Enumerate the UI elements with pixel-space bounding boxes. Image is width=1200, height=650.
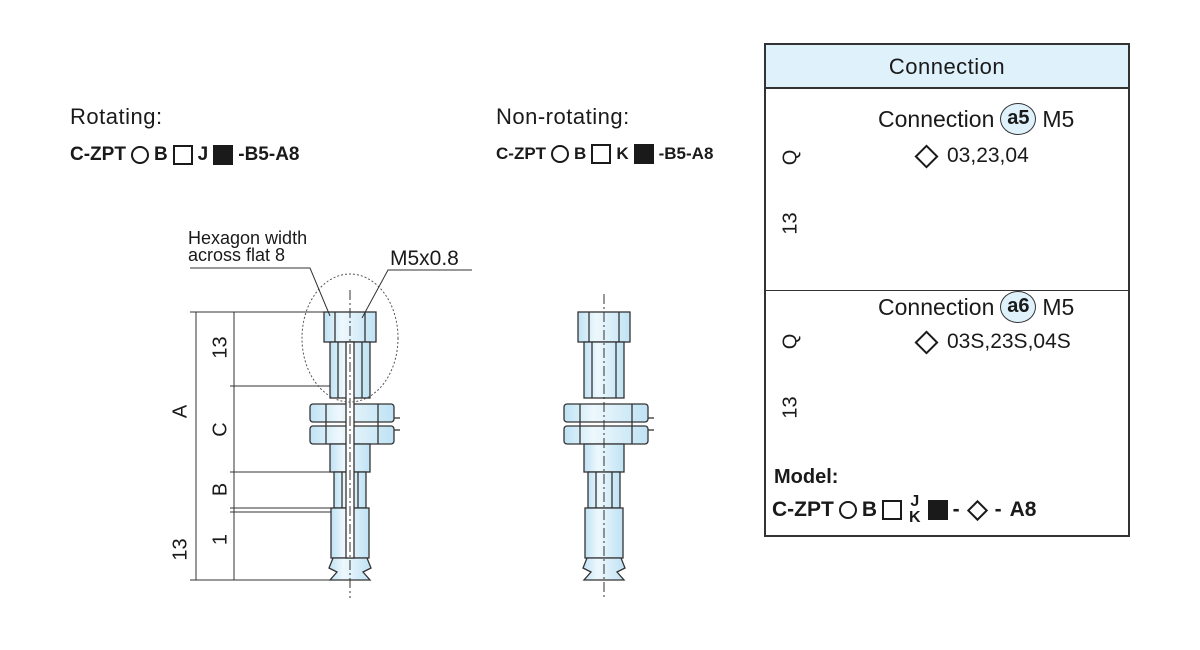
model-j: J xyxy=(197,144,209,165)
circle-placeholder-icon xyxy=(551,145,570,163)
panel-divider xyxy=(766,290,1128,291)
model-b: B xyxy=(153,144,168,165)
circle-placeholder-icon xyxy=(838,501,857,519)
model-j: J xyxy=(910,493,920,510)
dim-13-top: 13 xyxy=(209,336,232,359)
connection-panel: Connection xyxy=(764,43,1130,537)
filled-square-placeholder-icon xyxy=(927,500,948,520)
connection-badge-a5: a5 xyxy=(1000,103,1037,135)
hex-label-line1: Hexagon width xyxy=(188,228,308,248)
connection-text: Connection xyxy=(878,105,995,132)
rotating-heading: Rotating: xyxy=(70,104,163,129)
square-placeholder-icon xyxy=(591,144,612,164)
thread-label: M5x0.8 xyxy=(390,247,459,270)
model-b: B xyxy=(861,498,877,521)
connection-panel-title: Connection xyxy=(766,45,1128,89)
lock-nut-lower xyxy=(563,425,649,445)
rotating-dimensions xyxy=(190,311,334,581)
options-text: 03,23,04 xyxy=(947,144,1029,167)
connection-a6-label: Connection a6 M5 xyxy=(878,291,1074,323)
model-b: B xyxy=(574,144,587,163)
connection-a5-label: Connection a5 M5 xyxy=(878,103,1074,135)
filled-square-placeholder-icon xyxy=(213,145,234,165)
dim-13-bottom: 13 xyxy=(169,538,192,561)
diamond-placeholder-icon xyxy=(914,143,939,169)
connection-badge-a6: a6 xyxy=(1000,291,1037,323)
square-placeholder-icon xyxy=(882,500,902,520)
non-rotating-model-code: C-ZPT B K -B5-A8 xyxy=(496,144,713,164)
filled-square-placeholder-icon xyxy=(633,144,654,164)
diamond-placeholder-icon xyxy=(914,329,939,355)
non-rotating-heading: Non-rotating: xyxy=(496,104,630,129)
hex-label: Hexagon width across flat 8 xyxy=(188,228,308,265)
model-k: K xyxy=(909,509,921,526)
model-suffix: -B5-A8 xyxy=(238,144,300,165)
model-suffix: A8 xyxy=(1009,498,1037,521)
model-dash: - xyxy=(952,498,960,521)
rotating-part-drawing xyxy=(309,311,400,581)
rotating-model-code: C-ZPT B J -B5-A8 xyxy=(70,144,299,166)
lock-nut-upper xyxy=(563,403,649,423)
connection-thread: M5 xyxy=(1042,293,1075,320)
panel-model-title: Model: xyxy=(774,466,839,488)
hex-label-line2: across flat 8 xyxy=(188,245,286,265)
connection-thread: M5 xyxy=(1042,105,1075,132)
panel-model-code: C-ZPT B J K - - A8 xyxy=(772,494,1036,526)
connection-a6-options: 03S,23S,04S xyxy=(914,329,1071,355)
dim-A: A xyxy=(169,404,192,419)
a5-dim-Q: Q xyxy=(779,149,802,166)
connection-text: Connection xyxy=(878,293,995,320)
dim-1: 1 xyxy=(209,533,232,546)
connection-a5-options: 03,23,04 xyxy=(914,143,1029,169)
a6-dim-Q: Q xyxy=(779,333,802,350)
model-k: K xyxy=(616,144,629,163)
dim-B: B xyxy=(209,482,232,497)
model-prefix: C-ZPT xyxy=(496,144,547,163)
square-placeholder-icon xyxy=(172,145,193,165)
model-suffix: -B5-A8 xyxy=(658,144,714,163)
model-prefix: C-ZPT xyxy=(772,498,834,521)
detail-circle xyxy=(301,273,399,403)
diamond-placeholder-icon xyxy=(966,499,988,521)
non-rotating-part-drawing xyxy=(563,311,654,581)
model-j-or-k: J K xyxy=(909,494,921,526)
options-text: 03S,23S,04S xyxy=(947,330,1071,353)
a6-dim-13: 13 xyxy=(779,396,802,419)
model-prefix: C-ZPT xyxy=(70,144,126,165)
model-dash: - xyxy=(994,498,1002,521)
circle-placeholder-icon xyxy=(130,146,149,164)
a5-dim-13: 13 xyxy=(779,212,802,235)
dim-C: C xyxy=(209,422,232,437)
